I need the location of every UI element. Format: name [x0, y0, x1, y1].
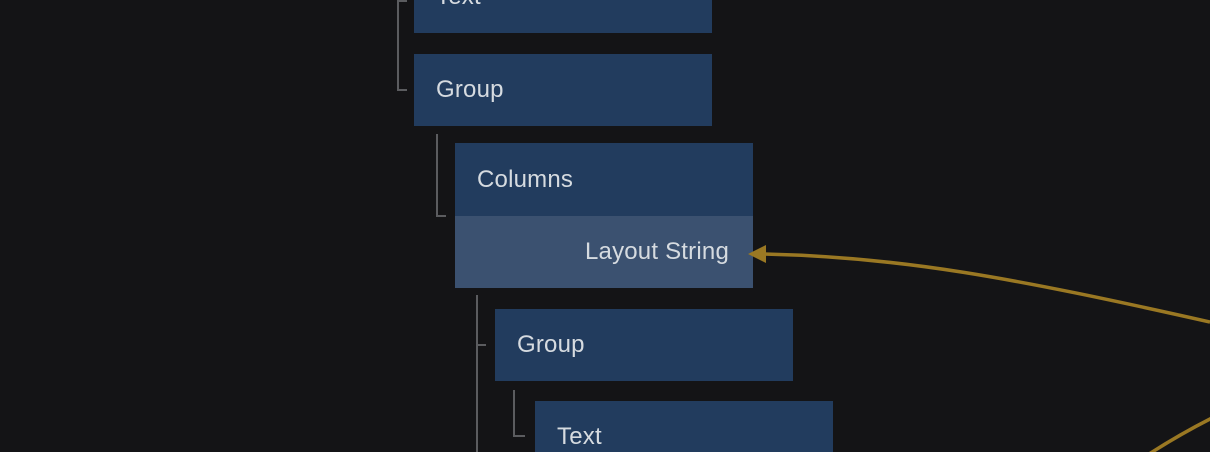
tree-connector-elbow	[397, 0, 407, 2]
tree-connector-vertical	[476, 295, 478, 452]
node-label: Text	[557, 423, 602, 450]
node-label: Group	[436, 76, 504, 103]
node-group-inner[interactable]: Group	[495, 309, 793, 381]
tree-connector-vertical	[436, 134, 438, 217]
node-label: Text	[414, 0, 481, 11]
tree-connector-elbow	[397, 89, 407, 91]
node-columns-title[interactable]: Columns	[455, 143, 753, 216]
connection-arrow-icon	[748, 245, 766, 263]
tree-connector-elbow	[476, 344, 486, 346]
tree-connector-vertical	[397, 0, 399, 91]
node-group-outer[interactable]: Group	[414, 54, 712, 126]
tree-connector-elbow	[513, 435, 525, 437]
node-columns-port-layout-string[interactable]: Layout String	[455, 216, 753, 288]
node-label: Columns	[477, 165, 574, 193]
node-columns[interactable]: Columns Layout String	[455, 143, 753, 288]
tree-connector-vertical	[513, 390, 515, 437]
node-label: Group	[517, 331, 585, 358]
node-text-top[interactable]: Text	[414, 0, 712, 33]
connection-wire-bottom-right[interactable]	[1146, 417, 1210, 452]
connection-wire-layout-string[interactable]	[763, 252, 1210, 324]
port-label: Layout String	[584, 238, 729, 265]
node-text-bottom[interactable]: Text	[535, 401, 833, 452]
tree-connector-elbow	[436, 215, 446, 217]
